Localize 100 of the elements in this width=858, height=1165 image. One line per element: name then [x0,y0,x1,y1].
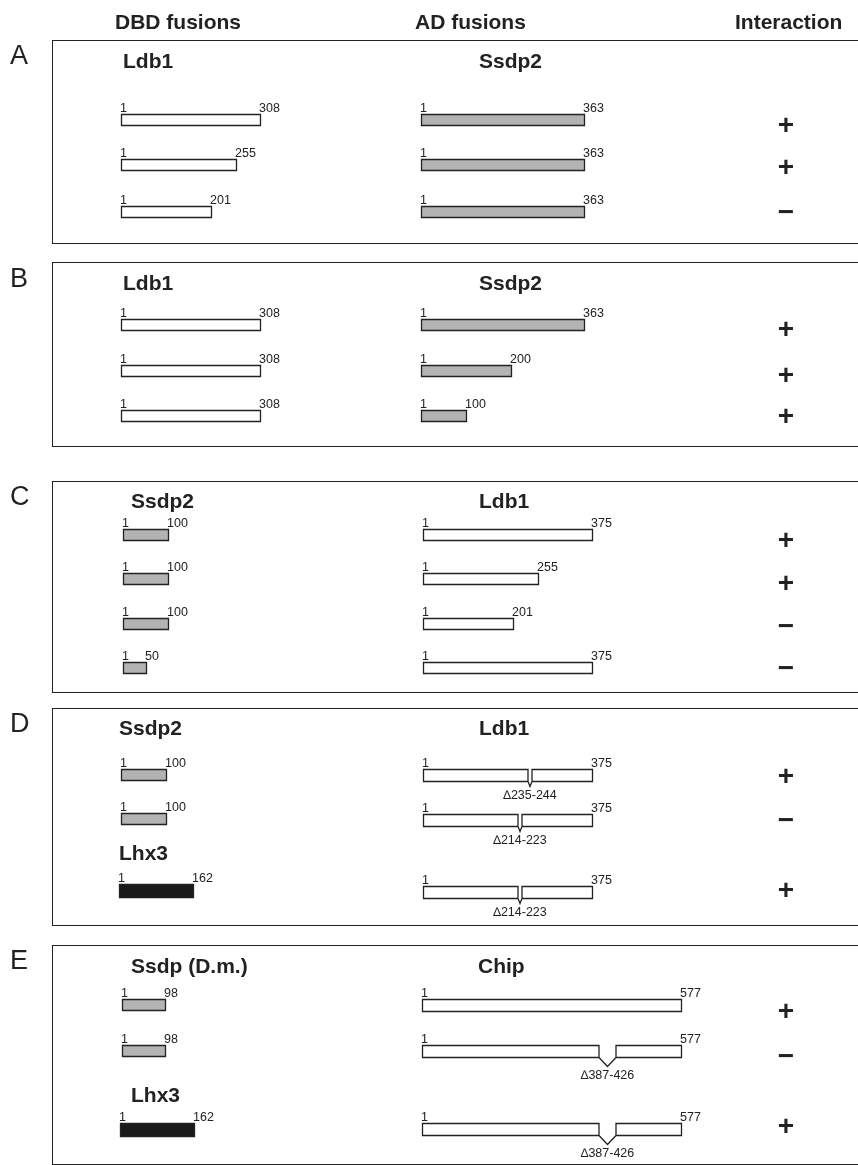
deletion-protein-bar [421,1044,683,1068]
protein-bar [120,409,262,423]
protein-bar [422,661,594,675]
residue-number: 1 [120,801,127,814]
residue-number: 375 [591,874,612,887]
residue-number: 375 [591,757,612,770]
residue-number: 1 [421,987,428,1000]
panel-letter: C [10,481,30,511]
column-header: AD fusions [415,9,526,35]
protein-bar [122,528,170,542]
protein-name: Lhx3 [119,841,168,865]
protein-bar [422,572,540,586]
residue-number: 1 [120,194,127,207]
column-header: Interaction [735,9,843,35]
residue-number: 200 [510,353,531,366]
residue-number: 1 [120,757,127,770]
protein-name: Ssdp2 [131,489,195,513]
residue-number: 100 [167,561,188,574]
residue-number: 1 [120,353,127,366]
interaction-result: + [776,360,796,390]
deletion-protein-bar [422,885,594,906]
protein-name: Chip [478,954,525,978]
residue-number: 363 [583,307,604,320]
protein-bar [120,768,168,782]
residue-number: 577 [680,1111,701,1124]
residue-number: 98 [164,1033,178,1046]
interaction-result: − [776,653,796,683]
deletion-label: ∆214-223 [493,906,547,919]
protein-bar [120,364,262,378]
protein-name: Ssdp2 [479,271,543,295]
residue-number: 1 [119,1111,126,1124]
protein-bar [120,158,238,172]
residue-number: 375 [591,802,612,815]
deletion-protein-bar [422,768,594,789]
protein-bar [420,113,586,127]
residue-number: 308 [259,353,280,366]
interaction-result: + [776,1111,796,1141]
protein-name: Ssdp2 [479,49,543,73]
residue-number: 1 [422,517,429,530]
interaction-result: + [776,525,796,555]
panel-letter: D [10,708,30,738]
protein-bar [420,318,586,332]
residue-number: 1 [420,398,427,411]
residue-number: 375 [591,517,612,530]
residue-number: 1 [122,517,129,530]
panel-frame [52,945,858,1165]
interaction-result: + [776,152,796,182]
interaction-result: − [776,1041,796,1071]
residue-number: 1 [120,398,127,411]
panel-letter: A [10,40,28,70]
residue-number: 201 [210,194,231,207]
residue-number: 1 [422,650,429,663]
protein-bar [122,661,148,675]
interaction-result: + [776,996,796,1026]
protein-name: Ldb1 [479,489,530,513]
residue-number: 308 [259,307,280,320]
residue-number: 1 [118,872,125,885]
residue-number: 1 [120,147,127,160]
protein-bar [420,364,513,378]
interaction-result: + [776,761,796,791]
protein-bar [120,812,168,826]
panel-frame [52,262,858,447]
column-header: DBD fusions [115,9,241,35]
residue-number: 1 [420,194,427,207]
protein-name: Ldb1 [123,271,174,295]
panel-letter: B [10,263,28,293]
residue-number: 1 [422,561,429,574]
deletion-label: ∆387-426 [580,1069,635,1082]
residue-number: 1 [422,874,429,887]
protein-bar [120,205,213,219]
residue-number: 1 [120,102,127,115]
residue-number: 1 [422,757,429,770]
residue-number: 1 [122,606,129,619]
protein-bar [120,113,262,127]
residue-number: 162 [192,872,213,885]
interaction-result: + [776,401,796,431]
residue-number: 100 [165,757,186,770]
protein-bar [121,998,167,1012]
residue-number: 1 [120,307,127,320]
residue-number: 50 [145,650,159,663]
residue-number: 1 [121,1033,128,1046]
panel-frame [52,40,858,244]
residue-number: 255 [235,147,256,160]
residue-number: 100 [167,517,188,530]
deletion-protein-bar [422,813,594,834]
residue-number: 98 [164,987,178,1000]
residue-number: 1 [122,561,129,574]
residue-number: 1 [422,606,429,619]
protein-bar [421,998,683,1013]
residue-number: 201 [512,606,533,619]
residue-number: 1 [420,307,427,320]
protein-bar [122,572,170,586]
protein-bar [422,617,515,631]
protein-name: Ssdp2 [119,716,183,740]
protein-name: Ssdp (D.m.) [131,954,248,978]
protein-name: Ldb1 [479,716,530,740]
deletion-label: ∆214-223 [493,834,547,847]
protein-bar [420,205,586,219]
residue-number: 577 [680,1033,701,1046]
residue-number: 308 [259,102,280,115]
